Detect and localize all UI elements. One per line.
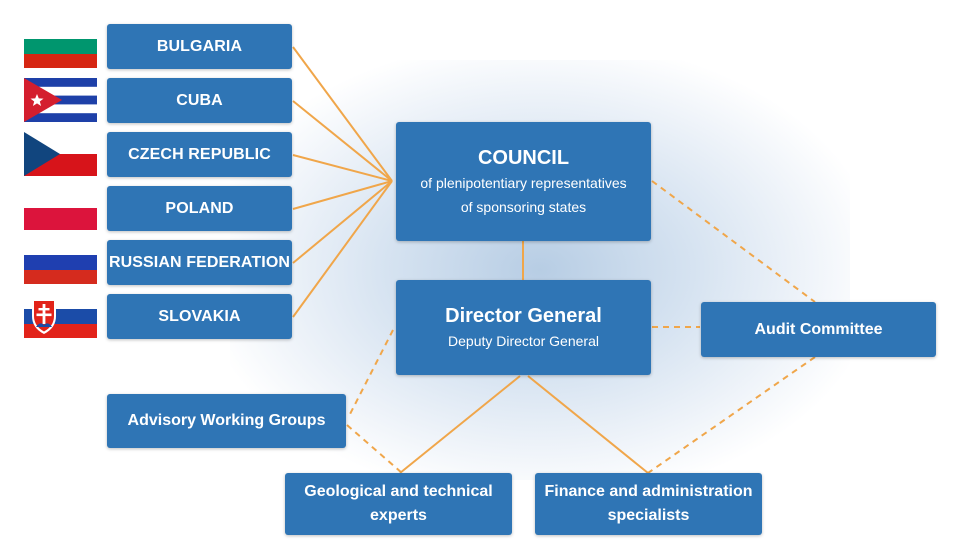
director-general-box: Director General Deputy Director General xyxy=(396,280,651,375)
council-box: COUNCIL of plenipotentiary representativ… xyxy=(396,122,651,241)
country-box-bulgaria: BULGARIA xyxy=(107,24,292,69)
connector-director-geological xyxy=(399,375,521,474)
country-box-slovakia: SLOVAKIA xyxy=(107,294,292,339)
russia-flag-icon xyxy=(24,240,97,284)
connector-slovakia-council xyxy=(292,180,393,318)
audit-committee-label: Audit Committee xyxy=(754,320,883,338)
country-label-slovakia: SLOVAKIA xyxy=(158,307,241,325)
country-label-cuba: CUBA xyxy=(176,91,223,109)
country-label-czech-republic: CZECH REPUBLIC xyxy=(128,145,271,163)
country-box-poland: POLAND xyxy=(107,186,292,231)
director-general-title: Director General xyxy=(445,304,602,327)
advisory-working-groups-box: Advisory Working Groups xyxy=(107,394,346,448)
country-label-russian-federation: RUSSIAN FEDERATION xyxy=(108,253,291,271)
country-box-russian-federation: RUSSIAN FEDERATION xyxy=(107,240,292,285)
finance-specialists-line2: specialists xyxy=(607,507,690,524)
slovakia-flag-icon xyxy=(24,294,97,338)
audit-committee-box: Audit Committee xyxy=(701,302,936,357)
council-subtitle-line1: of plenipotentiary representatives xyxy=(420,174,627,191)
geological-experts-box: Geological and technical experts xyxy=(285,473,512,535)
connector-audit-finance xyxy=(647,356,816,474)
council-subtitle-line2: of sponsoring states xyxy=(460,198,587,215)
connector-bulgaria-council xyxy=(292,46,393,182)
finance-specialists-box: Finance and administration specialists xyxy=(535,473,762,535)
geological-experts-line2: experts xyxy=(370,507,427,524)
country-label-poland: POLAND xyxy=(165,199,234,217)
connector-council-audit xyxy=(651,180,816,303)
country-box-czech-republic: CZECH REPUBLIC xyxy=(107,132,292,177)
connector-cuba-council xyxy=(292,100,393,182)
connector-director-finance xyxy=(527,375,649,474)
deputy-director-subtitle: Deputy Director General xyxy=(448,332,599,349)
connector-russia-council xyxy=(292,180,393,264)
geological-experts-line1: Geological and technical xyxy=(304,483,493,500)
poland-flag-icon xyxy=(24,186,97,230)
connector-poland-council xyxy=(292,180,393,210)
finance-specialists-line1: Finance and administration xyxy=(544,483,753,500)
cuba-flag-icon xyxy=(24,78,97,122)
connector-czech-council xyxy=(292,154,393,182)
connector-director-advisory xyxy=(347,329,394,419)
country-label-bulgaria: BULGARIA xyxy=(156,37,243,55)
bulgaria-flag-icon xyxy=(24,24,97,68)
connector-advisory-geological xyxy=(346,424,403,474)
czech-flag-icon xyxy=(24,132,97,176)
advisory-working-groups-label: Advisory Working Groups xyxy=(127,412,326,429)
country-box-cuba: CUBA xyxy=(107,78,292,123)
council-title: COUNCIL xyxy=(477,146,570,169)
